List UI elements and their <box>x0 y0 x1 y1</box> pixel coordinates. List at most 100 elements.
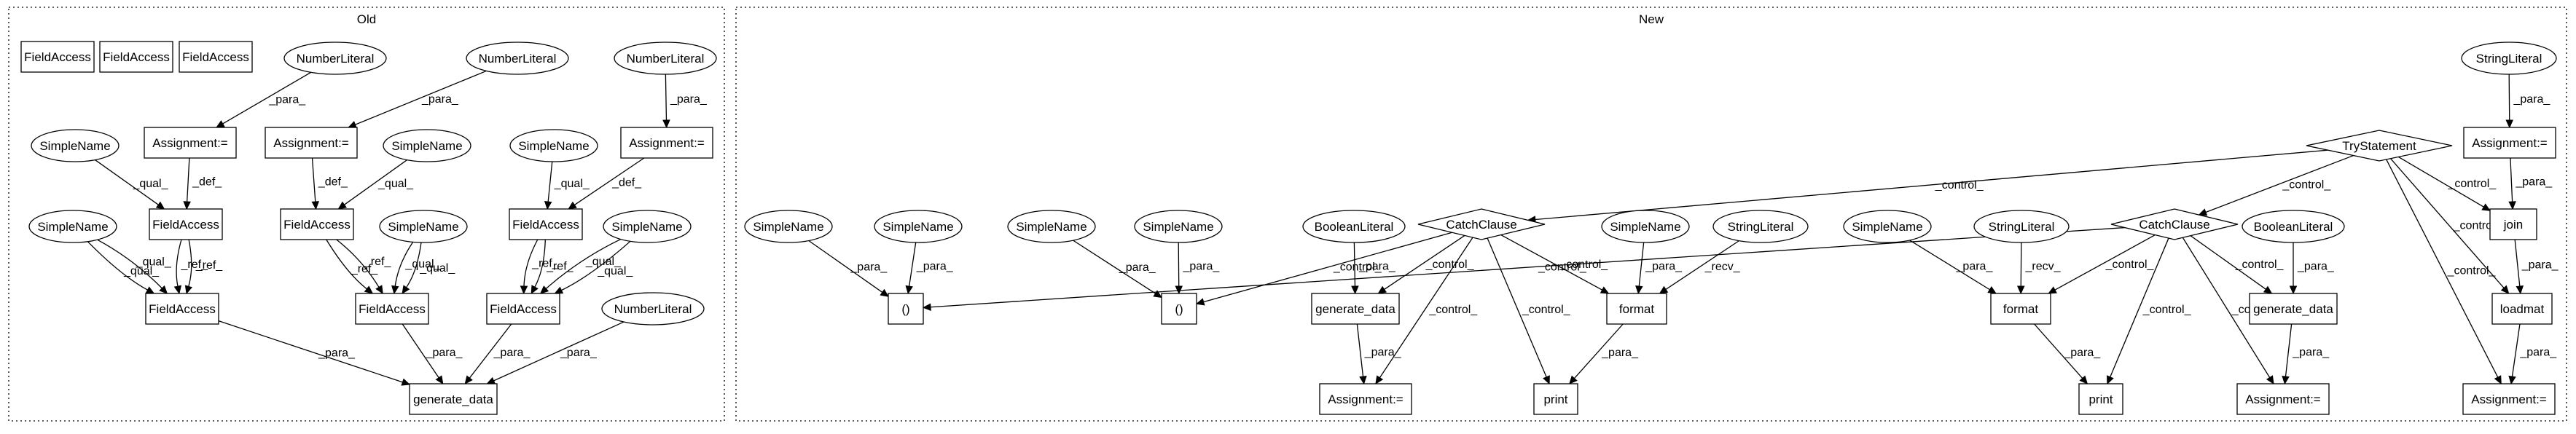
node-shape <box>283 42 387 75</box>
edge-line <box>218 320 403 383</box>
node-stringliteral: StringLiteral <box>1973 210 2070 243</box>
node-generate-data: generate_data <box>1311 293 1400 325</box>
edge-label: _para_ <box>1364 347 1402 359</box>
edge-o-fa4-to-o-fa7: _ref_ <box>184 239 224 295</box>
node-catchclause: CatchClause <box>1417 208 1546 240</box>
node-shape <box>31 129 120 162</box>
edge-label: _control_ <box>2282 178 2331 191</box>
edge-label: _control_ <box>1333 261 1382 273</box>
edge-line <box>406 242 422 288</box>
node-assignment: Assignment:= <box>1319 383 1412 415</box>
edge-n-strl2-to-n-fmt1: _recv_ <box>1659 240 1741 294</box>
edge-line <box>95 159 159 205</box>
cluster-old: Old <box>8 7 725 422</box>
node-generate-data: generate_data <box>409 383 498 415</box>
edge-arrowhead <box>1195 298 1205 306</box>
node-simplename: SimpleName <box>509 129 598 162</box>
edge-label: _para_ <box>1182 260 1220 272</box>
node-label: FieldAccess <box>359 302 426 316</box>
node-shape <box>1319 383 1412 415</box>
edge-label: _control_ <box>1425 259 1475 271</box>
edge-o-sn6-to-o-fa9: _qual_ <box>554 240 633 294</box>
edge-o-as3-to-o-fa6: _def_ <box>568 157 645 210</box>
node-shape <box>2110 208 2239 240</box>
node-fieldaccess: FieldAccess <box>280 208 354 240</box>
edge-arrowhead <box>364 285 374 294</box>
node-shape <box>265 127 358 159</box>
edge-line <box>2511 323 2521 377</box>
edge-line <box>1638 242 1645 287</box>
edge-n-sn1-to-n-paren1: _para_ <box>808 240 889 297</box>
cluster-old-border <box>8 7 725 422</box>
edge-arrowhead <box>1153 290 1163 299</box>
edge-arrowhead <box>2282 375 2290 385</box>
node-fieldaccess: FieldAccess <box>179 41 253 73</box>
edge-line <box>561 240 631 291</box>
node-shape <box>2236 383 2330 415</box>
node-stringliteral: StringLiteral <box>1712 210 1809 243</box>
edge-arrowhead <box>2508 375 2516 385</box>
node-fieldaccess: FieldAccess <box>149 208 223 240</box>
edge-arrowhead <box>922 303 931 311</box>
node-label: SimpleName <box>1016 220 1087 234</box>
node-shape <box>874 210 963 243</box>
edge-label: _qual_ <box>419 262 455 275</box>
edge-label: _qual_ <box>597 265 633 277</box>
node-shape <box>509 129 598 162</box>
node-label: BooleanLiteral <box>2254 220 2333 234</box>
edge-arrowhead <box>1359 375 1367 385</box>
edge-n-catch1-to-n-paren2: _control_ <box>1195 232 1452 306</box>
edge-label: _para_ <box>850 261 888 274</box>
edge-label: _def_ <box>318 176 348 189</box>
cluster-new-border <box>735 7 2567 422</box>
edge-arrowhead <box>173 285 182 295</box>
node-fieldaccess: FieldAccess <box>20 41 95 73</box>
node-shape <box>744 210 833 243</box>
edge-line <box>2390 158 2505 288</box>
edge-line <box>2508 74 2510 121</box>
node-: () <box>1161 293 1197 325</box>
node-shape <box>1601 210 1690 243</box>
node-shape <box>2461 42 2557 75</box>
node-: () <box>888 293 924 325</box>
edge-label: _para_ <box>1358 260 1396 272</box>
edge-label: _control_ <box>1559 259 1608 271</box>
node-booleanliteral: BooleanLiteral <box>1302 210 1406 243</box>
edge-line <box>97 239 163 289</box>
node-assignment: Assignment:= <box>2462 383 2556 415</box>
node-label: loadmat <box>2500 302 2545 316</box>
edge-line <box>1487 237 1547 378</box>
node-label: StringLiteral <box>1989 220 2055 234</box>
edge-n-catch1-to-n-gd1: _control_ <box>1377 234 1475 294</box>
edge-label: _recv_ <box>1704 261 1741 273</box>
edge-label: _ref_ <box>195 259 224 272</box>
node-shape <box>1843 210 1932 243</box>
node-label: SimpleName <box>39 139 110 153</box>
edge-arrowhead <box>155 201 165 210</box>
edge-arrowhead <box>2198 208 2208 216</box>
edge-arrowhead <box>554 286 564 294</box>
edge-o-fa6-to-o-fa9: _ref_ <box>531 239 574 295</box>
node-shape <box>601 292 705 326</box>
node-label: FieldAccess <box>182 50 249 64</box>
edge-line <box>2514 239 2521 287</box>
edge-label: _def_ <box>611 177 642 189</box>
node-trystatement: TryStatement <box>2306 130 2453 162</box>
edge-o-fa9-to-o-gd: _para_ <box>464 323 531 384</box>
node-loadmat: loadmat <box>2491 293 2553 325</box>
edge-label: _control_ <box>1935 179 1984 192</box>
node-label: SimpleName <box>753 220 823 234</box>
edge-label: _para_ <box>2297 260 2335 272</box>
node-label: NumberLiteral <box>297 52 375 66</box>
edge-line <box>1073 240 1156 294</box>
edge-label: _qual_ <box>136 256 172 268</box>
edge-line <box>1500 234 1602 291</box>
node-label: CatchClause <box>2139 218 2209 232</box>
node-simplename: SimpleName <box>1007 210 1096 243</box>
edge-line <box>2034 323 2083 379</box>
edge-line <box>808 240 883 293</box>
node-label: Assignment:= <box>2472 136 2548 150</box>
node-simplename: SimpleName <box>28 210 117 243</box>
edge-label: _control_ <box>2235 259 2285 271</box>
edge-arrowhead <box>2481 203 2491 211</box>
